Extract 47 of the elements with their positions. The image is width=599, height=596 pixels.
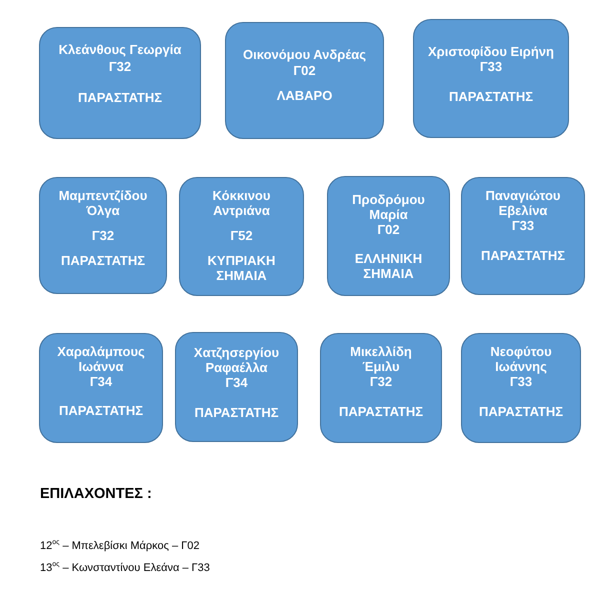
role-label: ΠΑΡΑΣΤΑΤΗΣ: [480, 248, 566, 263]
member-card: [225, 22, 384, 139]
role-label: ΛΑΒΑΡΟ: [276, 88, 334, 103]
class-code: Γ34: [224, 375, 249, 390]
heading-text: ΕΠΙΛΑΧΟΝΤΕΣ :: [40, 486, 152, 503]
class-code: Γ02: [376, 222, 401, 237]
member-card: [179, 177, 304, 296]
class-code: Γ32: [368, 374, 394, 389]
person-name: Χαραλάμπους Ιωάννα: [56, 344, 146, 374]
role-label: ΠΑΡΑΣΤΑΤΗΣ: [193, 405, 280, 420]
class-code: Γ33: [510, 218, 536, 233]
class-code: Γ52: [229, 228, 254, 243]
role-label: ΠΑΡΑΣΤΑΤΗΣ: [76, 90, 164, 105]
role-label: ΠΑΡΑΣΤΑΤΗΣ: [58, 403, 144, 418]
person-name: Προδρόμου Μαρία: [351, 192, 426, 222]
member-card: [175, 332, 298, 442]
role-label: ΚΥΠΡΙΑΚΗ ΣΗΜΑΙΑ: [206, 253, 276, 283]
member-card: [327, 176, 450, 296]
class-code: Γ33: [478, 59, 504, 74]
member-card: [413, 19, 569, 138]
member-card: [39, 177, 167, 294]
person-name: Μαμπεντζίδου Όλγα: [58, 188, 148, 218]
role-label: ΠΑΡΑΣΤΑΤΗΣ: [338, 404, 424, 419]
role-label: ΠΑΡΑΣΤΑΤΗΣ: [478, 404, 564, 419]
person-name: Παναγιώτου Εβελίνα: [484, 188, 562, 218]
class-code: Γ02: [292, 63, 317, 78]
class-code: Γ32: [108, 59, 132, 74]
member-card: [39, 27, 201, 139]
member-card: [39, 333, 163, 443]
class-code: Γ33: [508, 374, 534, 389]
role-label: ΠΑΡΑΣΤΑΤΗΣ: [60, 253, 146, 268]
member-card: [461, 177, 585, 295]
person-name: Οικονόμου Ανδρέας: [242, 47, 367, 62]
person-name: Νεοφύτου Ιωάννης: [489, 344, 553, 374]
person-name: Χριστοφίδου Ειρήνη: [427, 44, 555, 59]
class-code: Γ32: [90, 228, 116, 243]
role-label: ΕΛΛΗΝΙΚΗ ΣΗΜΑΙΑ: [354, 251, 424, 281]
person-name: Μικελλίδη Έμιλυ: [349, 344, 413, 374]
person-name: Χατζησεργίου Ραφαέλλα: [192, 345, 280, 375]
member-card: [320, 333, 442, 443]
person-name: Κλεάνθους Γεωργία: [58, 42, 182, 57]
role-label: ΠΑΡΑΣΤΑΤΗΣ: [448, 89, 534, 104]
person-name: Κόκκινου Αντριάνα: [212, 188, 272, 218]
list-item: 13$^{ος}$ – Κωνσταντίνου Ελεάνα – Γ33: [40, 562, 210, 575]
class-code: Γ34: [88, 374, 114, 389]
member-card: [461, 333, 581, 443]
list-item: 12$^{ος}$ – Μπελεβίσκι Μάρκος – Γ02: [40, 540, 200, 553]
